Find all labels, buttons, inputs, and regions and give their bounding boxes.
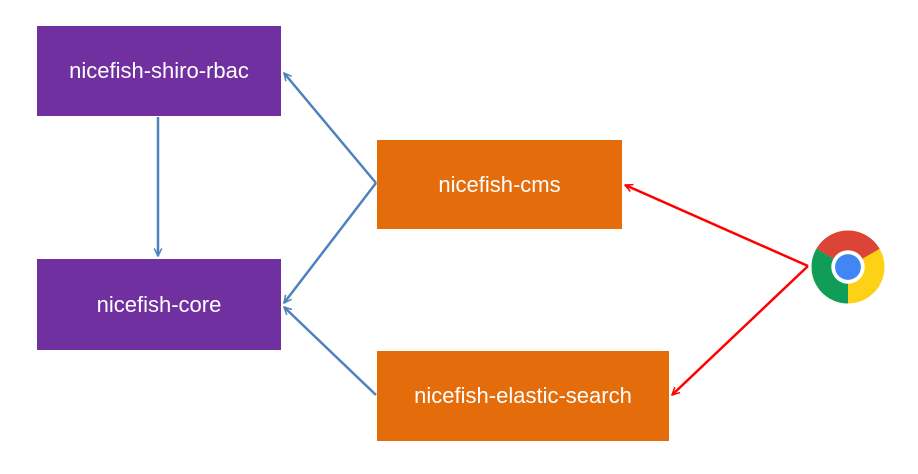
edge-cms-to-rbac xyxy=(284,73,377,184)
node-nicefish-elastic-search: nicefish-elastic-search xyxy=(377,351,669,441)
node-nicefish-core: nicefish-core xyxy=(37,259,281,350)
node-nicefish-cms: nicefish-cms xyxy=(377,140,622,229)
edge-cms-to-core xyxy=(284,182,377,303)
edge-search-to-core xyxy=(284,307,377,396)
chrome-browser-icon xyxy=(811,230,885,304)
edge-client-to-cms xyxy=(625,183,809,268)
node-label: nicefish-shiro-rbac xyxy=(69,58,249,83)
node-nicefish-shiro-rbac: nicefish-shiro-rbac xyxy=(37,26,281,116)
edge-client-to-search xyxy=(672,265,809,395)
node-label: nicefish-elastic-search xyxy=(414,383,632,408)
node-label: nicefish-core xyxy=(96,291,222,317)
node-label: nicefish-cms xyxy=(438,171,561,197)
